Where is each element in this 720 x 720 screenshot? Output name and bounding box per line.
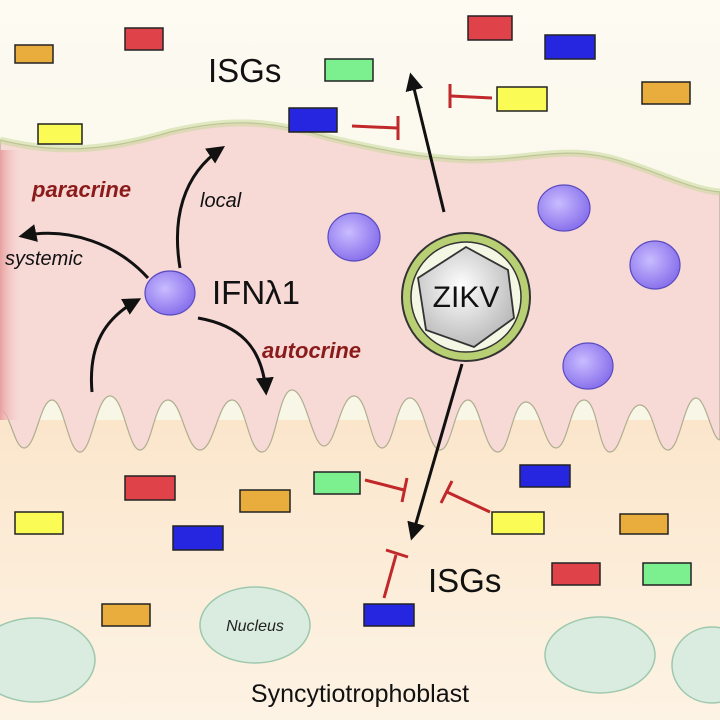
inhibitor-line	[450, 94, 493, 100]
arrow-zikv-down	[407, 363, 464, 541]
isg-block	[467, 15, 513, 41]
virion-capsid	[417, 245, 515, 349]
arrow-autocrine	[197, 316, 274, 396]
isg-blocks-bottom	[14, 464, 692, 627]
ifn-molecules	[144, 184, 681, 390]
inhibitors	[351, 84, 493, 599]
nuclei	[0, 586, 720, 704]
inhibitor-line	[382, 554, 398, 599]
nucleus	[671, 626, 720, 704]
isg-block	[124, 27, 164, 51]
isg-block	[551, 562, 601, 586]
ifn-molecule	[537, 184, 591, 232]
inhibitor-line	[446, 490, 491, 514]
inhibitor-bar	[385, 548, 409, 559]
isgs-bottom-label: ISGs	[428, 562, 501, 599]
isg-block	[288, 107, 338, 133]
nucleus-label: Nucleus	[226, 618, 284, 635]
isg-block	[172, 525, 224, 551]
isg-block	[496, 86, 548, 112]
inhibitor-line	[351, 124, 398, 130]
signaling-arrows	[18, 72, 464, 541]
arrow-zikv-up	[405, 72, 446, 213]
ifn-molecule-main	[144, 270, 196, 316]
arrow-systemic	[18, 224, 150, 280]
isg-block	[313, 471, 361, 495]
isg-block	[239, 489, 291, 513]
isg-block	[491, 511, 545, 535]
isg-block	[101, 603, 151, 627]
paracrine-label: paracrine	[31, 177, 131, 202]
systemic-label: systemic	[5, 248, 83, 270]
isg-block	[363, 603, 415, 627]
nucleus	[544, 616, 656, 694]
cell-left-edge	[0, 150, 22, 420]
arrow-local	[176, 145, 225, 269]
inhibitor-line	[364, 478, 405, 492]
nucleus	[199, 586, 311, 664]
isg-block	[14, 511, 64, 535]
ifn-label: IFNλ1	[212, 274, 300, 311]
zikv-label: ZIKV	[433, 281, 500, 314]
cell-type-label: Syncytiotrophoblast	[251, 680, 469, 708]
isg-block	[324, 58, 374, 82]
ifn-molecule	[629, 240, 681, 290]
isg-block	[124, 475, 176, 501]
arrow-production	[89, 298, 142, 393]
ifn-molecule	[327, 212, 381, 262]
zikv-virion	[401, 232, 531, 362]
isg-block	[544, 34, 596, 60]
isg-block	[619, 513, 669, 535]
nucleus	[0, 617, 96, 703]
ifn-molecule	[562, 342, 614, 390]
inhibitor-bar	[439, 480, 454, 504]
autocrine-label: autocrine	[262, 338, 361, 363]
isg-block	[642, 562, 692, 586]
inhibitor-bar	[400, 477, 409, 503]
isg-block	[519, 464, 571, 488]
isg-block	[641, 81, 691, 105]
isg-blocks-top	[14, 15, 691, 145]
apical-membrane	[0, 119, 720, 196]
local-label: local	[200, 190, 242, 212]
isgs-top-label: ISGs	[208, 52, 281, 89]
isg-block	[37, 123, 83, 145]
isg-block	[14, 44, 54, 64]
